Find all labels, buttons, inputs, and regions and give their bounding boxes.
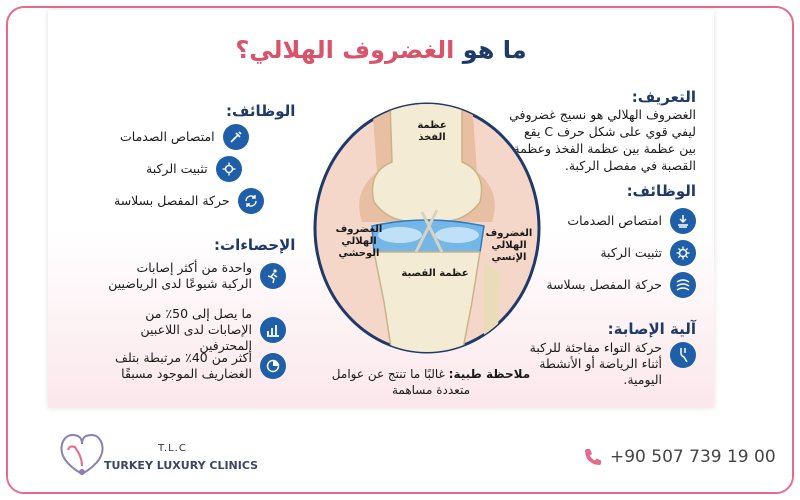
medical-note: ملاحظة طبية: غالبًا ما تنتج عن عوامل متع…: [316, 366, 546, 398]
stat-text: واحدة من أكثر إصابات الركبة شيوعًا لدى ا…: [108, 260, 252, 291]
medial-meniscus-label: الغضروف الهلالي الإنسي: [485, 228, 533, 263]
phone-contact[interactable]: +90 507 739 19 00: [582, 446, 776, 468]
phone-number[interactable]: +90 507 739 19 00: [610, 447, 776, 467]
stat-text: ما يصل إلى 50٪ من الإصابات لدى اللاعبين …: [140, 306, 252, 353]
pie-chart-icon: [260, 353, 286, 379]
shock-absorb-icon: [670, 208, 696, 234]
knee-joint-icon: [670, 342, 696, 368]
note-text: غالبًا ما تنتج عن عوامل متعددة مساهمة: [331, 367, 471, 397]
note-label: ملاحظة طبية:: [448, 367, 531, 381]
tibia-label: عظمة القصبة: [401, 268, 469, 279]
right-function-item: تثبيت الركبة: [600, 240, 696, 266]
left-function-item: حركة المفصل بسلاسة: [114, 188, 264, 214]
bar-chart-icon: [260, 317, 286, 343]
left-function-label: تثبيت الركبة: [146, 161, 208, 176]
mechanism-item: حركة التواء مفاجئة للركبة أثناء الرياضة …: [522, 340, 696, 388]
phone-icon: [585, 449, 601, 465]
femur-label: عظمة الفخذ: [417, 120, 447, 143]
gear-icon: [215, 156, 242, 182]
infographic-poster: ما هو الغضروف الهلالي؟ التعريف: الغضروف …: [48, 10, 714, 408]
runner-icon: [260, 263, 286, 289]
right-function-label: تثبيت الركبة: [600, 245, 662, 260]
clinic-logo-icon: [60, 434, 104, 476]
right-function-label: حركة المفصل بسلاسة: [546, 277, 662, 292]
right-function-label: امتصاص الصدمات: [567, 213, 662, 228]
right-functions-heading: الوظائف:: [626, 182, 696, 200]
right-function-item: امتصاص الصدمات: [567, 208, 696, 234]
mechanism-heading: آلية الإصابة:: [607, 320, 696, 338]
page-frame: ما هو الغضروف الهلالي؟ التعريف: الغضروف …: [6, 6, 794, 494]
knee-illustration: عظمة الفخذ عظمة القصبة الغضروف الهلالي ا…: [312, 102, 542, 354]
stats-heading: الإحصاءات:: [214, 236, 296, 254]
left-functions-heading: الوظائف:: [226, 102, 296, 120]
right-function-item: حركة المفصل بسلاسة: [546, 272, 696, 298]
syringe-icon: [222, 124, 249, 150]
stat-item: ما يصل إلى 50٪ من الإصابات لدى اللاعبين …: [102, 306, 286, 354]
footer: T.L.C TURKEY LUXURY CLINICS +90 507 739 …: [8, 414, 792, 492]
motion-icon: [670, 272, 696, 298]
left-function-label: امتصاص الصدمات: [120, 129, 215, 144]
lateral-meniscus-label: الغضروف الهلالي الوحشي: [335, 224, 383, 259]
mechanism-text: حركة التواء مفاجئة للركبة أثناء الرياضة …: [529, 340, 662, 387]
definition-heading: التعريف:: [631, 88, 696, 106]
left-function-item: تثبيت الركبة: [146, 156, 242, 182]
title-accent: الغضروف الهلالي؟: [235, 36, 455, 64]
title-prefix: ما هو: [454, 36, 527, 64]
stat-item: واحدة من أكثر إصابات الركبة شيوعًا لدى ا…: [102, 260, 286, 292]
brand-name: TURKEY LUXURY CLINICS: [104, 459, 259, 472]
left-function-label: حركة المفصل بسلاسة: [114, 193, 230, 208]
stat-text: أكثر من 40٪ مرتبطة بتلف الغضاريف الموجود…: [115, 350, 252, 381]
page-title: ما هو الغضروف الهلالي؟: [48, 36, 714, 64]
left-function-item: امتصاص الصدمات: [120, 124, 249, 150]
gear-icon: [670, 240, 696, 266]
definition-text: الغضروف الهلالي هو نسيج غضروفي ليفي قوي …: [509, 107, 696, 173]
rotate-icon: [237, 188, 264, 214]
brand-abbr: T.L.C: [158, 443, 187, 454]
stat-item: أكثر من 40٪ مرتبطة بتلف الغضاريف الموجود…: [102, 350, 286, 382]
